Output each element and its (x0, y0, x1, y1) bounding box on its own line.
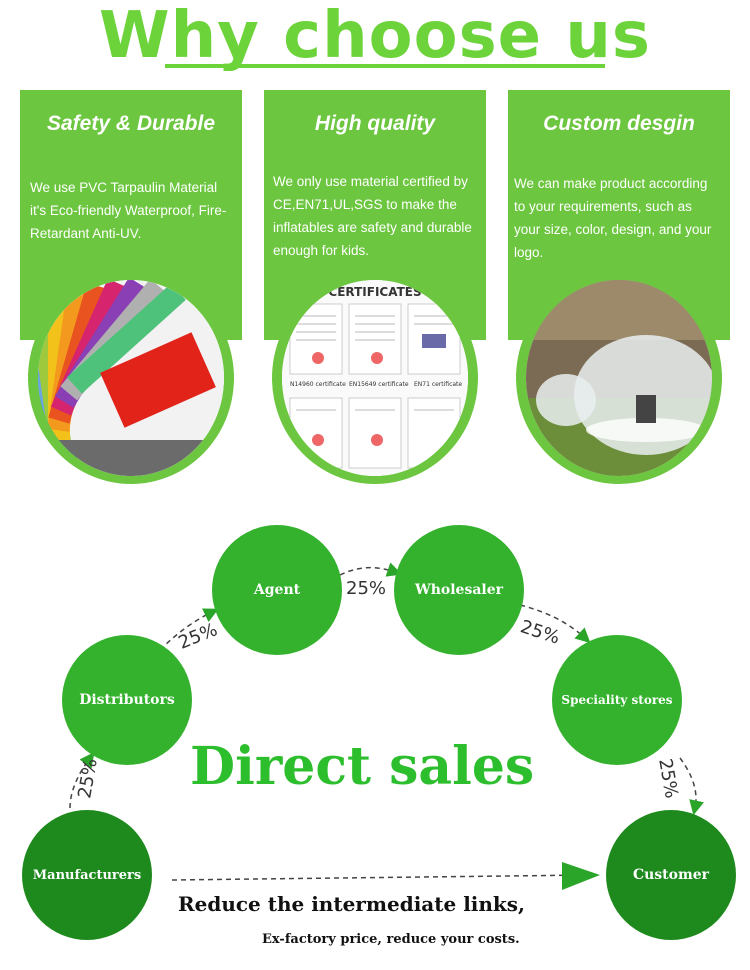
card-title: High quality (314, 112, 436, 135)
bubble-tent-image (526, 280, 712, 476)
certificates-image: CERTIFICATES N14960 certificate EN15649 … (282, 280, 468, 476)
arrow-wholesaler-speciality (519, 604, 591, 644)
direct-sales-heading: Direct sales (190, 736, 535, 797)
arrow-speciality-customer (679, 757, 704, 816)
certificate-caption-1: N14960 certificate (290, 381, 346, 388)
arrow-agent-wholesaler (339, 562, 403, 577)
node-label: Agent (253, 582, 301, 598)
arrowhead-customer (562, 862, 600, 890)
arrow-manufacturers-customer (171, 874, 591, 881)
feature-card-quality: High quality We only use material certif… (264, 90, 486, 500)
sub-tagline: Ex-factory price, reduce your costs. (262, 932, 520, 947)
card-text: We use PVC Tarpaulin Material it's Eco-f… (30, 180, 227, 241)
node-label: Customer (632, 867, 710, 883)
node-wholesaler: Wholesaler (394, 525, 524, 655)
node-speciality-stores: Speciality stores (552, 635, 682, 765)
node-label: Manufacturers (32, 867, 142, 883)
title-underline (165, 64, 605, 68)
feature-card-safety: Safety & Durable We use PVC Tarpaulin Ma… (20, 90, 242, 500)
card-title: Safety & Durable (46, 112, 216, 135)
page-title: Why choose us (98, 0, 652, 73)
node-manufacturers: Manufacturers (22, 810, 152, 940)
arrow-manufacturers-distributors (69, 751, 95, 809)
node-distributors: Distributors (62, 635, 192, 765)
node-customer: Customer (606, 810, 736, 940)
certificates-heading: CERTIFICATES (328, 285, 421, 299)
node-label: Speciality stores (561, 693, 673, 707)
node-label: Distributors (79, 692, 175, 708)
card-text: We can make product according to your re… (514, 176, 712, 260)
tagline: Reduce the intermediate links, (178, 892, 526, 916)
pvc-swatches-image (38, 280, 224, 476)
sales-flow-diagram: Agent Wholesaler Distributors Speciality… (0, 500, 750, 970)
card-title: Custom desgin (543, 112, 695, 135)
card-oval-frame (28, 272, 234, 484)
card-text: We only use material certified by CE,EN7… (273, 174, 472, 258)
node-agent: Agent (212, 525, 342, 655)
certificate-caption-2: EN15649 certificate (349, 381, 409, 388)
node-label: Wholesaler (414, 582, 504, 598)
card-oval-frame: CERTIFICATES N14960 certificate EN15649 … (272, 272, 478, 484)
card-oval-frame (516, 272, 722, 484)
percent-label: 25% (346, 578, 387, 599)
feature-card-custom: Custom desgin We can make product accord… (508, 90, 730, 500)
certificate-caption-3: EN71 certificate (414, 381, 462, 388)
